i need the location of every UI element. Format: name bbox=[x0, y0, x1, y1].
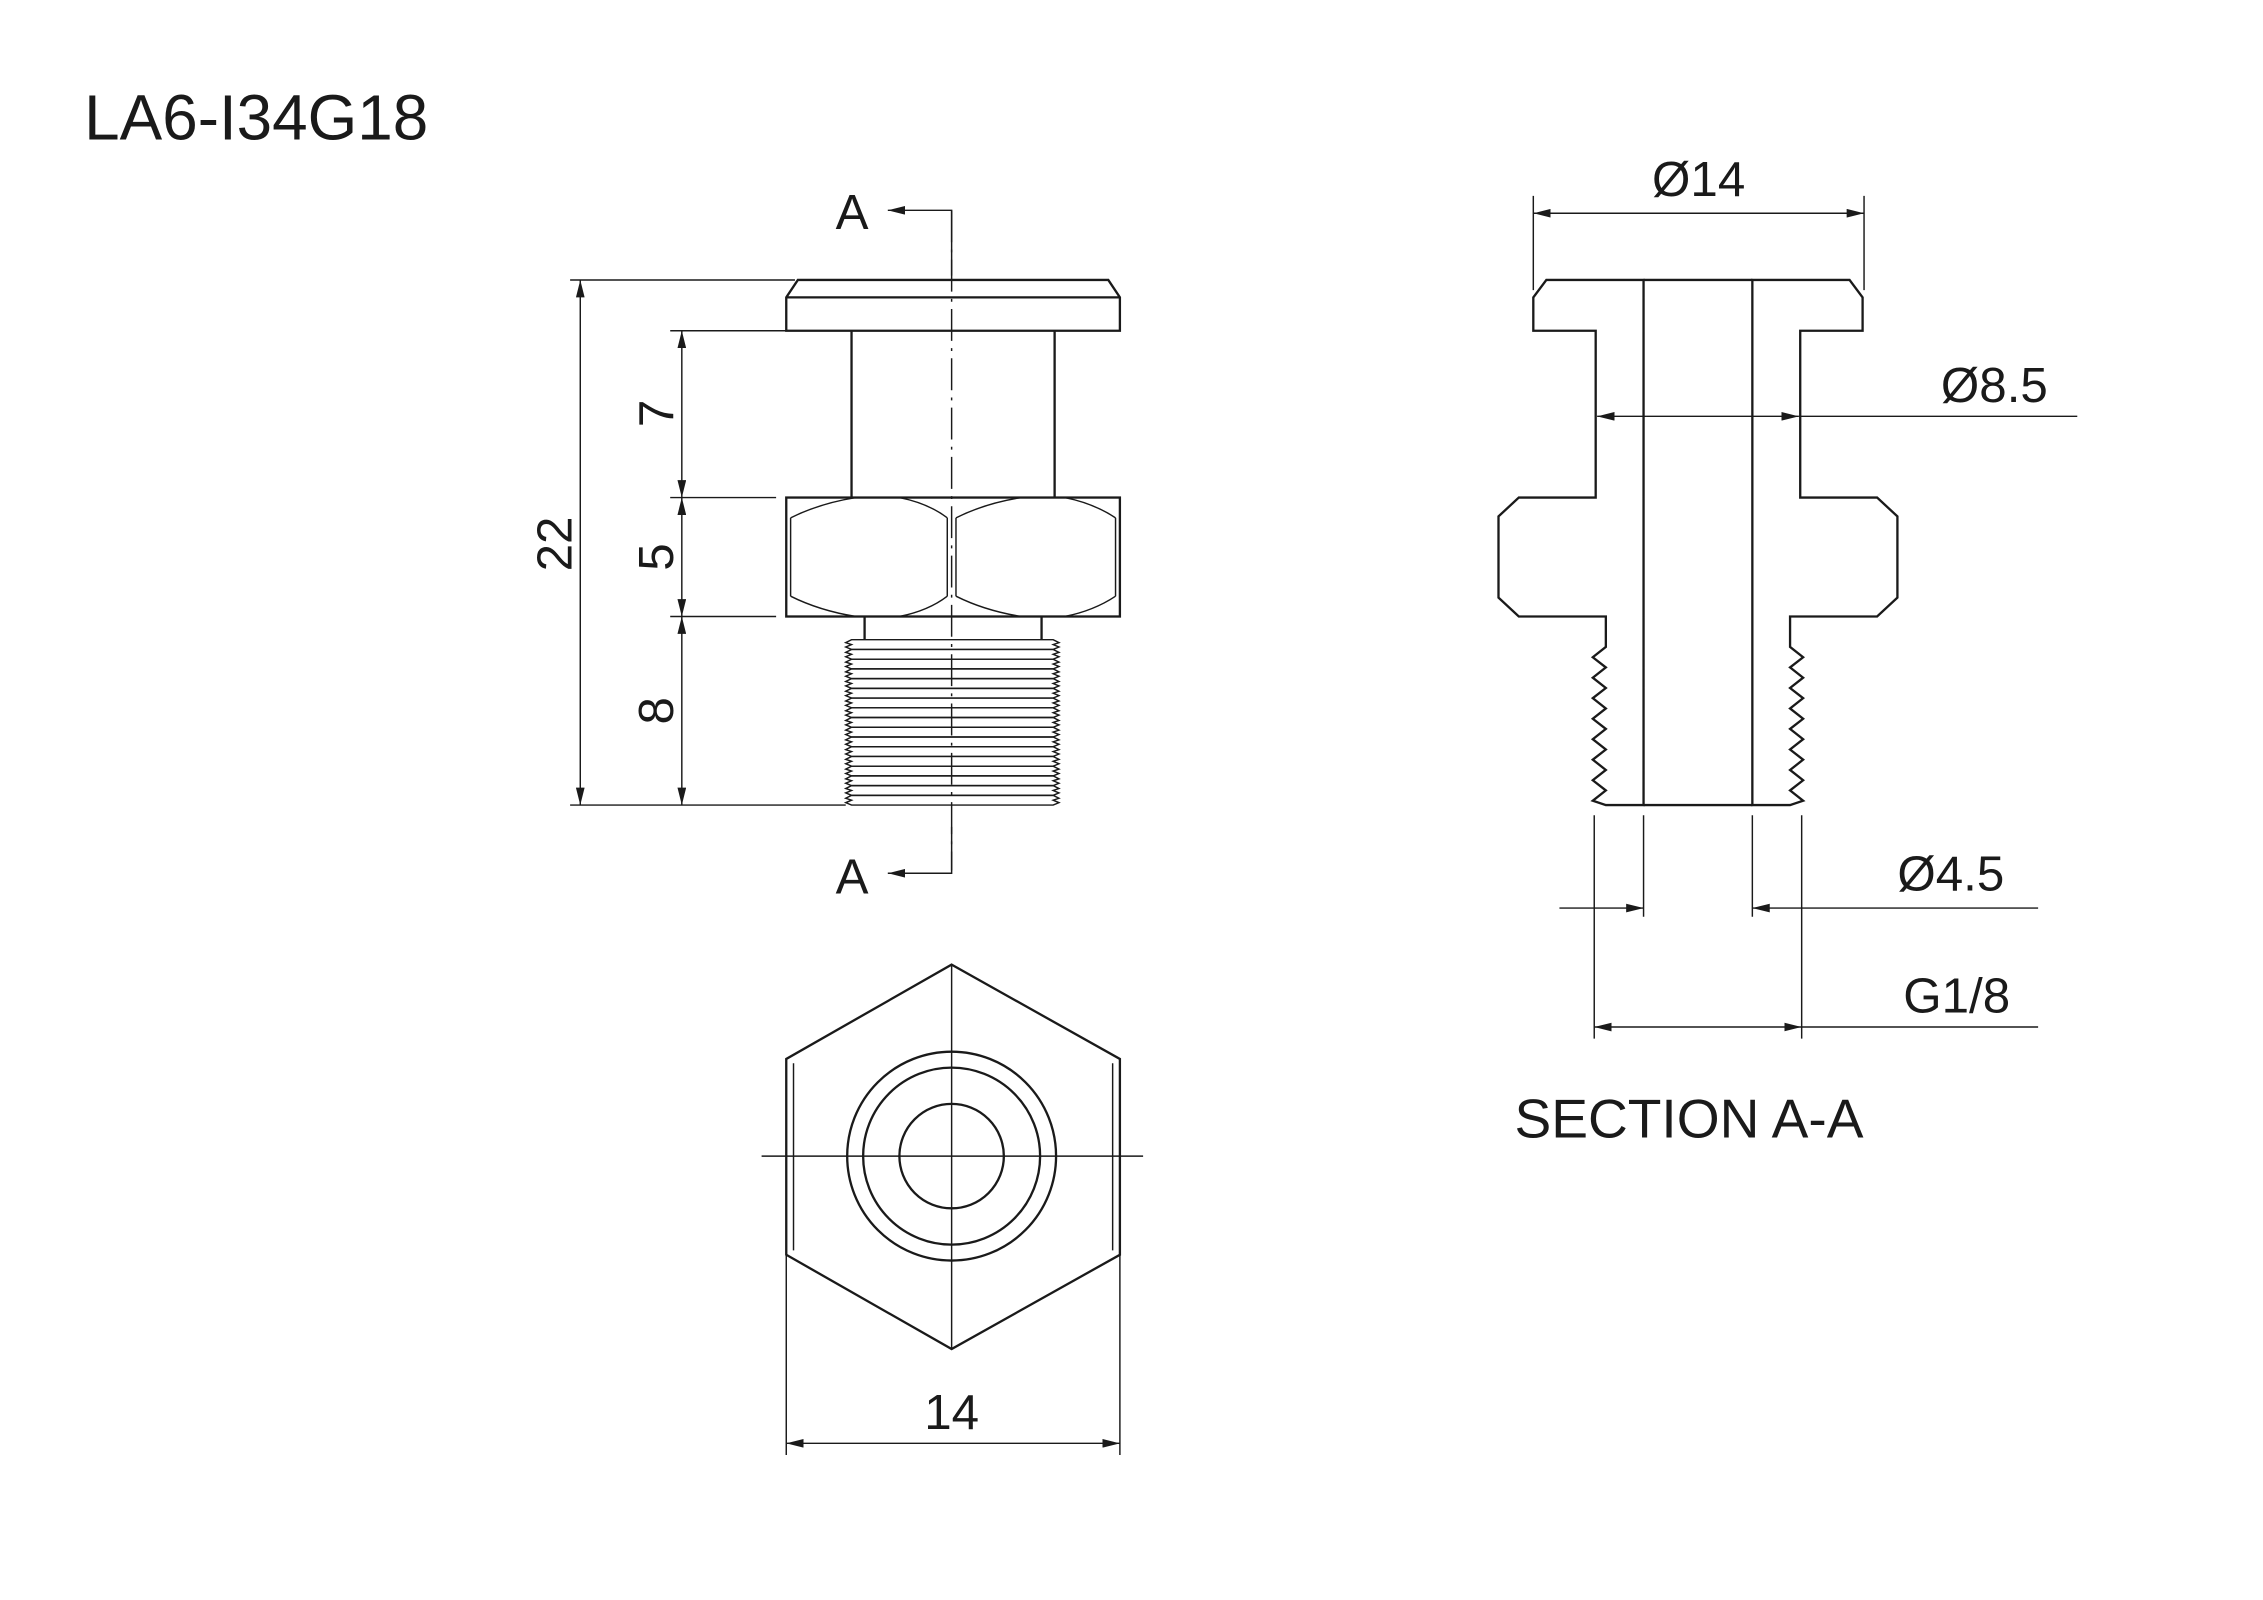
front-view: A A 22 7 5 8 bbox=[528, 185, 1122, 905]
section-marker-top: A bbox=[836, 185, 953, 276]
svg-text:Ø4.5: Ø4.5 bbox=[1897, 847, 2004, 902]
hexagon-outline bbox=[785, 963, 1122, 1351]
svg-text:8: 8 bbox=[629, 697, 684, 724]
section-marker-bottom: A bbox=[836, 826, 953, 905]
flange bbox=[785, 278, 1122, 332]
svg-text:22: 22 bbox=[528, 517, 583, 572]
svg-text:A: A bbox=[836, 185, 869, 240]
section-right-half bbox=[1751, 278, 1899, 807]
hex-nut bbox=[785, 496, 1122, 618]
drawing-title: LA6-I34G18 bbox=[84, 81, 428, 153]
thread-ridge bbox=[843, 794, 1061, 806]
svg-text:Ø8.5: Ø8.5 bbox=[1941, 358, 2048, 413]
dimension-d14: Ø14 bbox=[1533, 152, 1865, 218]
svg-text:14: 14 bbox=[924, 1385, 979, 1440]
dimension-22: 22 bbox=[528, 279, 585, 806]
dimension-7: 7 bbox=[629, 330, 687, 498]
svg-text:Ø14: Ø14 bbox=[1652, 152, 1745, 207]
svg-text:5: 5 bbox=[629, 543, 684, 570]
center-cross bbox=[761, 964, 1144, 1350]
section-label: SECTION A-A bbox=[1514, 1087, 1863, 1149]
dimension-5: 5 bbox=[629, 497, 687, 617]
svg-text:G1/8: G1/8 bbox=[1903, 969, 2010, 1024]
dimension-d8-5: Ø8.5 bbox=[1597, 358, 2078, 421]
body bbox=[850, 330, 1056, 498]
dimension-14: 14 bbox=[786, 1385, 1120, 1448]
dimension-8: 8 bbox=[629, 616, 687, 806]
bottom-view: 14 bbox=[761, 963, 1144, 1455]
dimension-d4-5: Ø4.5 bbox=[1559, 847, 2039, 913]
bore-edges bbox=[1643, 278, 1753, 807]
svg-text:A: A bbox=[836, 850, 869, 905]
section-view: Ø14 Ø8.5 Ø4.5 G1/8 SECTION A-A bbox=[1497, 152, 2078, 1149]
section-left-half bbox=[1497, 278, 1645, 807]
thread-ridge bbox=[843, 687, 1061, 699]
neck bbox=[863, 616, 1043, 640]
dimension-g1-8: G1/8 bbox=[1594, 969, 2039, 1032]
external-thread bbox=[843, 638, 1061, 806]
svg-text:7: 7 bbox=[629, 400, 684, 427]
